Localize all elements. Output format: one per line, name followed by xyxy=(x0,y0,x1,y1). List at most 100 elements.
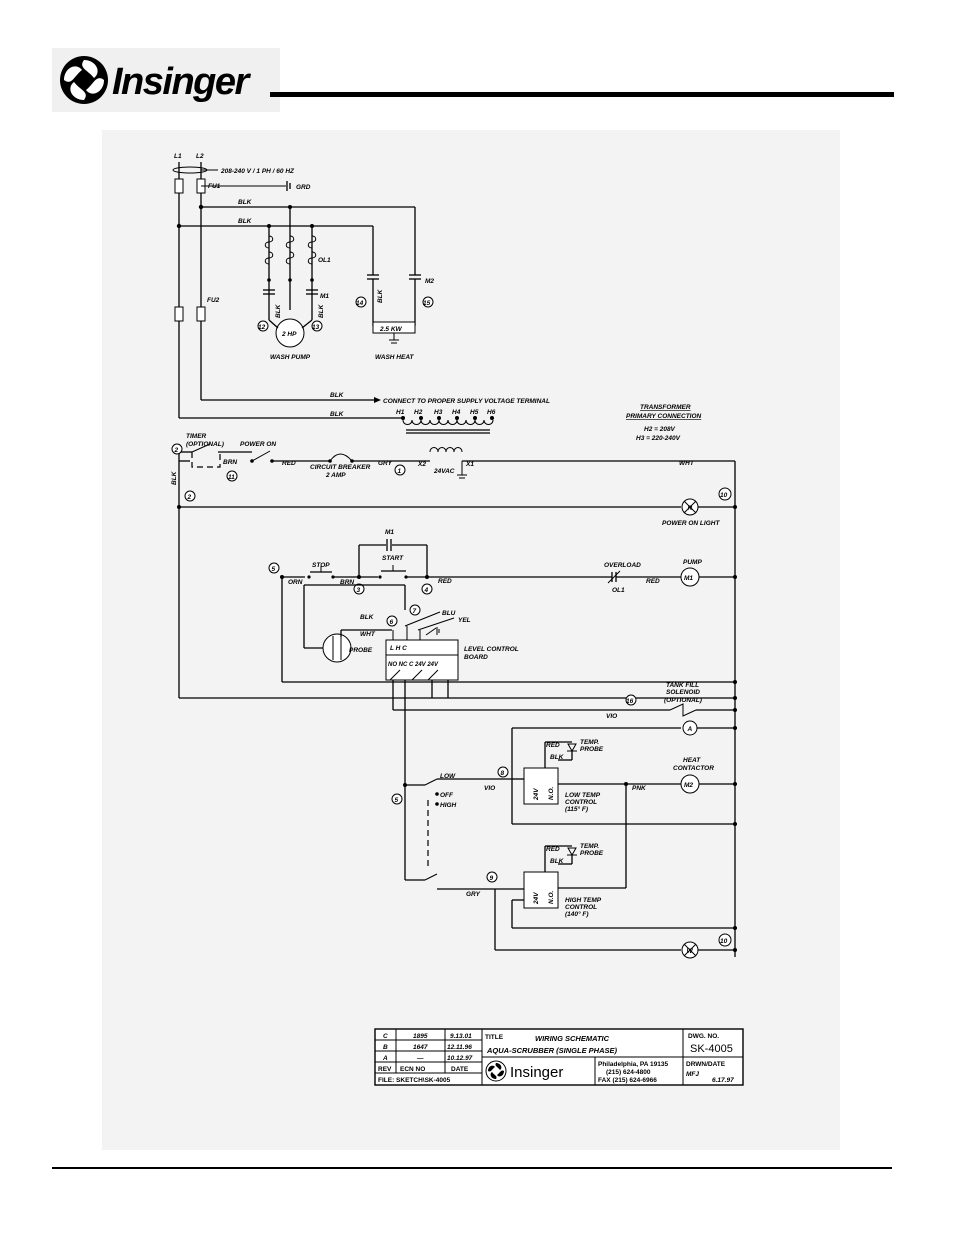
route-blk-1: BLK xyxy=(330,392,345,399)
m1-aux-label: M1 xyxy=(385,529,394,536)
node-13: 13 xyxy=(312,324,320,331)
wire-blk-1: BLK xyxy=(238,199,253,206)
ecn-b: 1647 xyxy=(413,1044,428,1051)
node-10-top: 10 xyxy=(720,492,728,499)
htc-label-3: (140° F) xyxy=(565,910,589,918)
node-6: 6 xyxy=(390,619,394,626)
lcb-label-1: LEVEL CONTROL xyxy=(464,646,519,653)
pump-blk-2: BLK xyxy=(318,303,325,318)
date-b: 12.11.96 xyxy=(447,1044,472,1051)
schematic-background xyxy=(102,130,840,1150)
pump-coil-m1-text: M1 xyxy=(684,575,693,582)
ltc-red: RED xyxy=(546,742,560,749)
node-8: 8 xyxy=(501,770,505,777)
low-vio: VIO xyxy=(484,785,495,792)
high-temp-control xyxy=(523,871,559,909)
l2-label: L2 xyxy=(196,153,204,160)
wash-heat-section: M2 BLK 2.5 KW WASH HEAT xyxy=(367,207,434,361)
lcb-wht: WHT xyxy=(360,631,376,638)
switch-off: OFF xyxy=(440,792,454,799)
node-15: 15 xyxy=(423,300,431,307)
htc-temp: TEMP. xyxy=(580,843,599,850)
transformer-title-1: TRANSFORMER xyxy=(640,404,691,411)
node-11: 11 xyxy=(228,474,235,481)
transformer-h2: H2 = 208V xyxy=(644,426,676,433)
ol1-label: OL1 xyxy=(318,257,331,264)
transformer-h3: H3 = 220-240V xyxy=(636,435,681,442)
rev-a: A xyxy=(382,1055,388,1062)
node-5-top: 5 xyxy=(272,566,276,573)
tap-h5: H5 xyxy=(470,409,479,416)
dwg-number: SK-4005 xyxy=(690,1043,733,1055)
low-temp-control xyxy=(523,767,559,805)
grd-label: GRD xyxy=(296,184,311,191)
lcb-label-2: BOARD xyxy=(464,654,488,661)
l1-label: L1 xyxy=(174,153,182,160)
drawing-title-1: WIRING SCHEMATIC xyxy=(535,1034,610,1043)
level-probe xyxy=(322,633,352,663)
power-red: RED xyxy=(282,460,296,467)
node-16: 16 xyxy=(626,698,634,705)
node-7: 7 xyxy=(413,608,417,615)
ltc-probe: PROBE xyxy=(580,746,604,753)
title-header: TITLE xyxy=(485,1034,504,1041)
supply-note: CONNECT TO PROPER SUPPLY VOLTAGE TERMINA… xyxy=(383,398,550,405)
node-9: 9 xyxy=(490,875,494,882)
m1-contact-label: M1 xyxy=(320,293,329,300)
node-5-bottom: 5 xyxy=(395,797,399,804)
insinger-logo: Insinger xyxy=(52,48,280,112)
ltc-label-1: LOW TEMP xyxy=(565,792,601,799)
ltc-24v: 24V xyxy=(533,788,540,801)
footer-rule xyxy=(52,1167,892,1169)
route-blk-2: BLK xyxy=(330,411,345,418)
address-3: FAX (215) 624-6966 xyxy=(598,1077,657,1084)
brand-name: Insinger xyxy=(112,61,252,103)
pump-hp: 2 HP xyxy=(281,331,297,338)
light-r: R xyxy=(688,505,693,512)
vac-label: 24VAC xyxy=(433,468,455,475)
htc-label-2: CONTROL xyxy=(565,904,597,911)
m2-contact-label: M2 xyxy=(425,278,434,285)
htc-no: N.O. xyxy=(548,890,555,904)
header-rule xyxy=(270,92,894,97)
control-circuit: 2 TIMER (OPTIONAL) BRN 11 POWER ON RED C… xyxy=(171,433,737,959)
node-1: 1 xyxy=(398,468,402,475)
wash-pump-section: OL1 M1 BLK BLK 2 HP WASH PUMP xyxy=(263,205,331,361)
ltc-blk: BLK xyxy=(550,754,565,761)
breaker-label-1: CIRCUIT BREAKER xyxy=(310,464,371,471)
ltc-temp: TEMP. xyxy=(580,739,599,746)
node-2-top: 2 xyxy=(174,447,179,454)
htc-label-1: HIGH TEMP xyxy=(565,897,602,904)
switch-low: LOW xyxy=(440,773,456,780)
stop-brn: BRN xyxy=(340,579,354,586)
fu2-label: FU2 xyxy=(207,297,220,304)
tank-label-2: SOLENOID xyxy=(666,689,700,696)
indicator-a: A xyxy=(687,726,693,733)
pump-coil-label: PUMP xyxy=(683,559,702,566)
overload-heaters xyxy=(264,235,317,265)
heat-label-1: HEAT xyxy=(683,757,701,764)
htc-red: RED xyxy=(546,846,560,853)
left-blk: BLK xyxy=(171,470,178,485)
date-c: 9.13.01 xyxy=(450,1033,472,1040)
rev-b: B xyxy=(383,1044,388,1051)
heat-label-2: CONTACTOR xyxy=(673,765,714,772)
htc-probe: PROBE xyxy=(580,850,604,857)
ltc-label-3: (115° F) xyxy=(565,805,588,813)
drawing-title-2: AQUA-SCRUBBER (SINGLE PHASE) xyxy=(486,1046,618,1055)
node-2-rung: 2 xyxy=(187,494,192,501)
heat-coil-m2-text: M2 xyxy=(684,782,693,789)
dwg-header: DWG. NO. xyxy=(688,1033,719,1040)
start-red: RED xyxy=(438,578,452,585)
htc-24v: 24V xyxy=(533,892,540,905)
ol1-contact-label: OL1 xyxy=(612,587,625,594)
ecn-c: 1895 xyxy=(413,1033,428,1040)
breaker-gry: GRY xyxy=(378,460,393,467)
ltc-no: N.O. xyxy=(548,786,555,800)
drawn-by: MFJ xyxy=(686,1071,699,1078)
timer-label-1: TIMER xyxy=(186,433,207,440)
ltc-label-2: CONTROL xyxy=(565,799,597,806)
tank-label-1: TANK FILL xyxy=(666,682,699,689)
date-a: 10.12.97 xyxy=(447,1055,473,1062)
